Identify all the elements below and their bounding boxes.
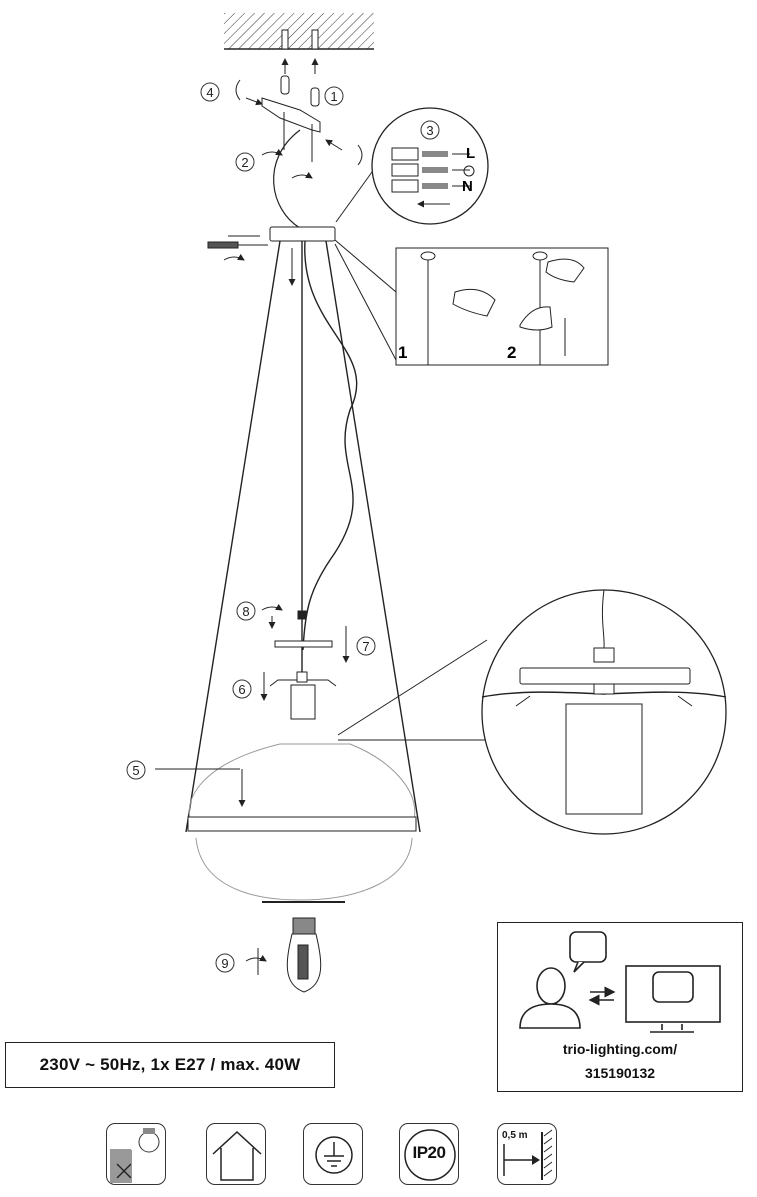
spec-text: 230V ~ 50Hz, 1x E27 / max. 40W xyxy=(39,1055,301,1074)
cable-adjust-detail xyxy=(334,239,609,366)
neutral-label: N xyxy=(462,178,473,195)
electrical-spec: 230V ~ 50Hz, 1x E27 / max. 40W xyxy=(5,1042,335,1088)
info-code: 315190132 xyxy=(584,1065,656,1081)
step-1-label: 1 xyxy=(330,89,337,104)
dowels-step-1 xyxy=(280,58,320,107)
bulb xyxy=(245,917,322,993)
step-7-plate xyxy=(274,626,350,663)
lamp-shade xyxy=(155,743,417,903)
indoor-use-icon xyxy=(206,1123,266,1185)
ip20-icon: IP20 xyxy=(399,1123,459,1185)
ceiling xyxy=(224,13,374,50)
shade-connection-detail xyxy=(337,589,727,835)
step-3-label: 3 xyxy=(426,123,433,138)
step-6-label: 6 xyxy=(238,682,245,697)
info-box: trio-lighting.com/ 315190132 xyxy=(497,922,743,1092)
step-8-label: 8 xyxy=(242,604,249,619)
protection-class-1-icon xyxy=(303,1123,363,1185)
supply-cable xyxy=(273,129,301,229)
step-markers: 4 1 2 3 8 7 6 5 9 xyxy=(126,82,440,973)
step-8-rotation xyxy=(261,603,307,629)
step-9-label: 9 xyxy=(221,956,228,971)
info-pictogram xyxy=(519,931,721,1033)
min-distance-icon: 0,5 m xyxy=(497,1123,557,1185)
distance-text: 0,5 m xyxy=(502,1130,528,1141)
info-url: trio-lighting.com/ xyxy=(562,1041,678,1057)
step-6-socket xyxy=(260,671,337,720)
suspension-wires xyxy=(185,240,421,833)
live-label: L xyxy=(466,145,475,162)
step-2-label: 2 xyxy=(241,155,248,170)
cable-adjust-step-1: 1 xyxy=(398,343,407,362)
mounting-bracket xyxy=(245,97,343,162)
canopy xyxy=(207,226,336,286)
rotation-arrows-bracket xyxy=(235,79,363,179)
step-5-label: 5 xyxy=(132,763,139,778)
ip-rating-text: IP20 xyxy=(412,1143,446,1162)
no-covering-insulation-icon xyxy=(106,1123,166,1185)
cable-adjust-step-2: 2 xyxy=(507,343,516,362)
step-7-label: 7 xyxy=(362,639,369,654)
step-4-label: 4 xyxy=(206,85,213,100)
wiring-detail xyxy=(335,107,489,225)
